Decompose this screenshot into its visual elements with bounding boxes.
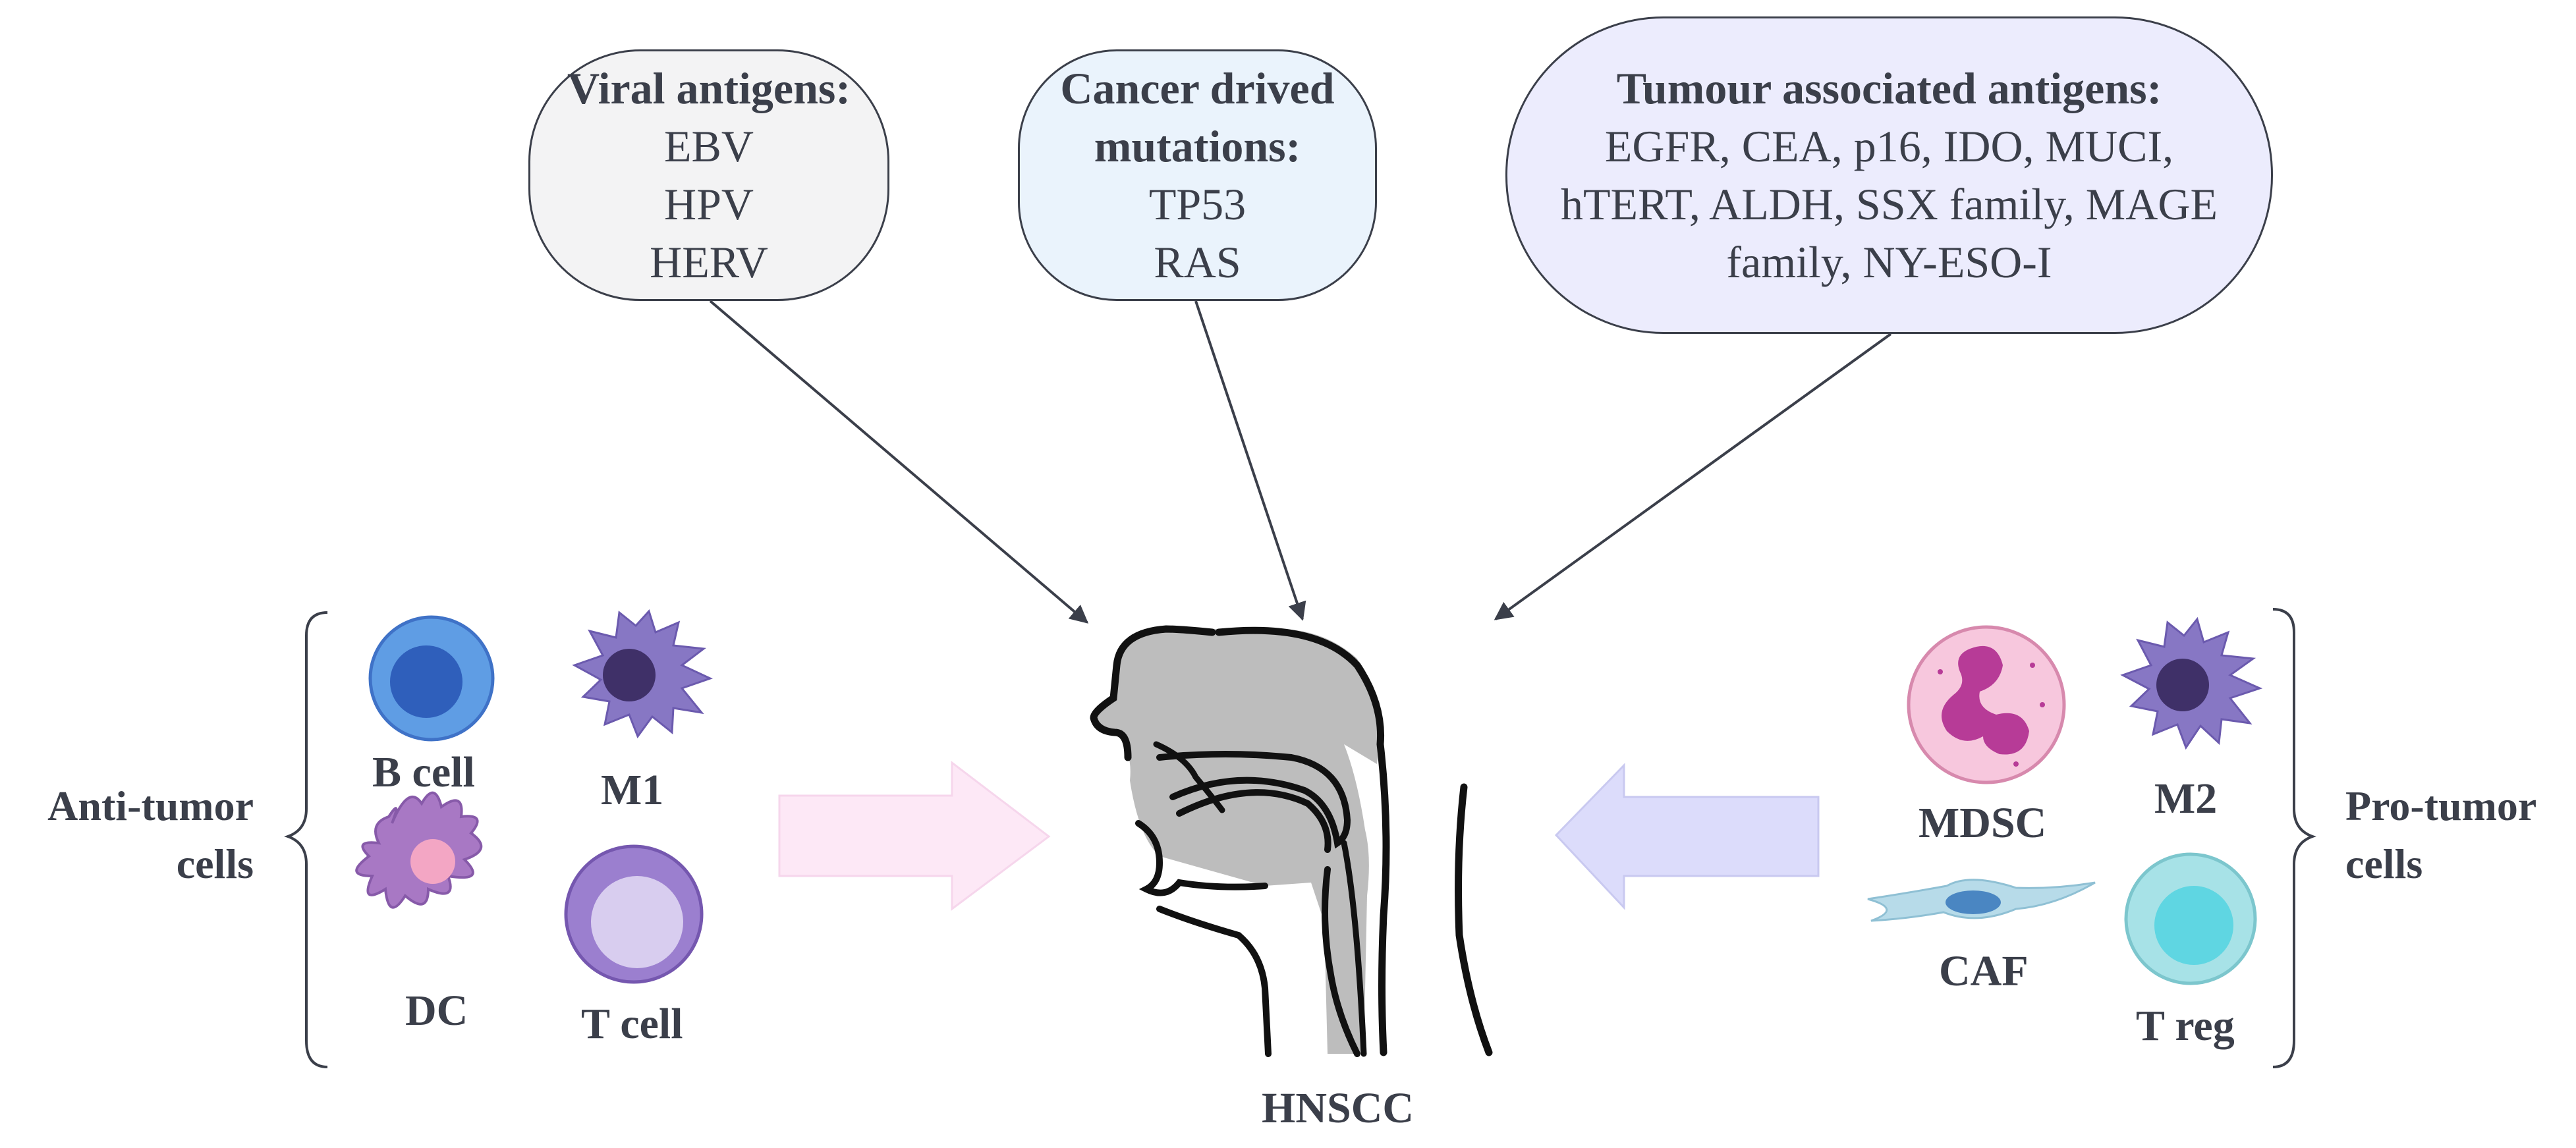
t-reg-label: T reg — [2136, 1002, 2235, 1050]
anti-tumor-block-arrow — [778, 760, 1051, 911]
mdsc-label: MDSC — [1918, 799, 2047, 847]
cancer-mutation-item: RAS — [1154, 237, 1241, 287]
pro-tumor-label-line1: Pro-tumor — [2345, 782, 2537, 829]
viral-antigen-item: HERV — [650, 237, 768, 287]
anti-tumor-label-line2: cells — [176, 840, 254, 887]
b-cell-label: B cell — [372, 748, 475, 796]
viral-antigens-title: Viral antigens: — [567, 63, 851, 113]
left-brace — [284, 611, 328, 1068]
tumour-antigen-line: family, NY-ESO-I — [1726, 237, 2052, 287]
t-cell-icon — [564, 844, 704, 984]
b-cell-icon — [368, 615, 495, 742]
viral-connector-arrow — [709, 300, 1089, 624]
tumour-antigens-bubble: Tumour associated antigens: EGFR, CEA, p… — [1505, 16, 2273, 334]
right-brace — [2272, 608, 2316, 1068]
anti-tumor-group-label: Anti-tumor cells — [20, 777, 254, 893]
m1-label: M1 — [601, 766, 664, 814]
pro-tumor-label-line2: cells — [2345, 840, 2423, 887]
mdsc-icon — [1907, 625, 2066, 784]
pro-tumor-group-label: Pro-tumor cells — [2345, 777, 2569, 893]
dc-label: DC — [405, 987, 468, 1035]
m2-macrophage-icon — [2120, 616, 2263, 750]
m1-macrophage-icon — [572, 609, 713, 739]
viral-antigen-item: HPV — [663, 179, 754, 229]
viral-antigens-bubble: Viral antigens: EBV HPV HERV — [528, 49, 889, 301]
tumour-antigen-line: EGFR, CEA, p16, IDO, MUCI, — [1604, 121, 2174, 171]
cancer-mutations-title-line2: mutations: — [1094, 121, 1301, 171]
viral-antigen-item: EBV — [664, 121, 754, 171]
caf-icon — [1867, 879, 2096, 922]
m2-label: M2 — [2154, 775, 2218, 823]
cancer-connector-arrow — [1194, 300, 1306, 621]
cancer-mutations-bubble: Cancer drived mutations: TP53 RAS — [1018, 49, 1377, 301]
tumour-connector-arrow — [1494, 333, 1892, 620]
cancer-mutations-title-line1: Cancer drived — [1060, 63, 1335, 113]
hnscc-label: HNSCC — [1262, 1084, 1414, 1132]
tumour-antigen-line: hTERT, ALDH, SSX family, MAGE — [1561, 179, 2218, 229]
pro-tumor-block-arrow — [1554, 763, 1820, 910]
dendritic-cell-icon — [355, 791, 483, 909]
tumour-antigens-title: Tumour associated antigens: — [1616, 63, 2162, 113]
t-reg-icon — [2124, 852, 2257, 985]
caf-label: CAF — [1939, 947, 2029, 995]
anti-tumor-label-line1: Anti-tumor — [47, 782, 254, 829]
t-cell-label: T cell — [581, 1000, 683, 1048]
cancer-mutation-item: TP53 — [1148, 179, 1246, 229]
head-neck-illustration — [1090, 625, 1493, 1057]
